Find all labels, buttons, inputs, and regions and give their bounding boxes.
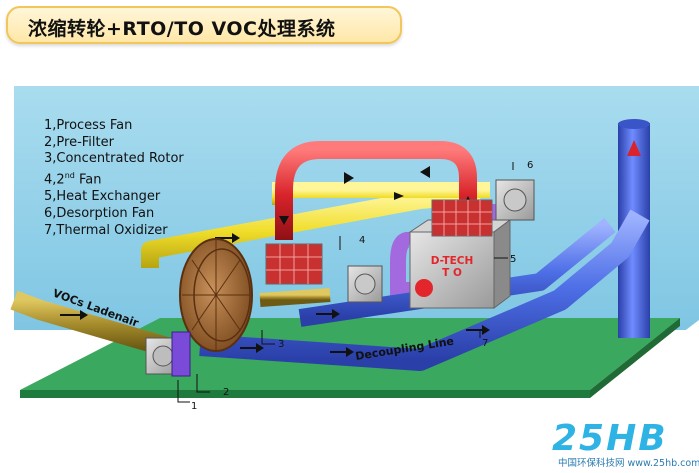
legend-item: 5,Heat Exchanger [44,189,161,205]
watermark-logo: 25HB [552,418,668,459]
blue-duct-upper [298,218,616,327]
olive-inlet-pipe [10,290,173,358]
watermark-site: 中国环保科技网 www.25hb.com [558,458,699,469]
page-title: 浓缩转轮+RTO/TO VOC处理系统 [28,18,336,40]
legend-item: 2,Pre-Filter [44,134,114,150]
legend-item: 6,Desorption Fan [44,205,155,221]
title-banner: 浓缩转轮+RTO/TO VOC处理系统 [6,6,402,44]
legend-item: 1,Process Fan [44,118,133,133]
red-duct [275,141,477,240]
component-legend: 1,Process Fan 2,Pre-Filter 3,Concentrate… [44,118,184,239]
legend-item: 4,2nd Fan [44,171,102,188]
legend-item: 7,Thermal Oxidizer [44,222,168,238]
burner-icon [415,279,433,297]
stack-arrow [627,140,641,156]
pre-filter [171,331,191,377]
legend-item: 3,Concentrated Rotor [44,151,184,167]
heat-exchanger [431,199,493,237]
